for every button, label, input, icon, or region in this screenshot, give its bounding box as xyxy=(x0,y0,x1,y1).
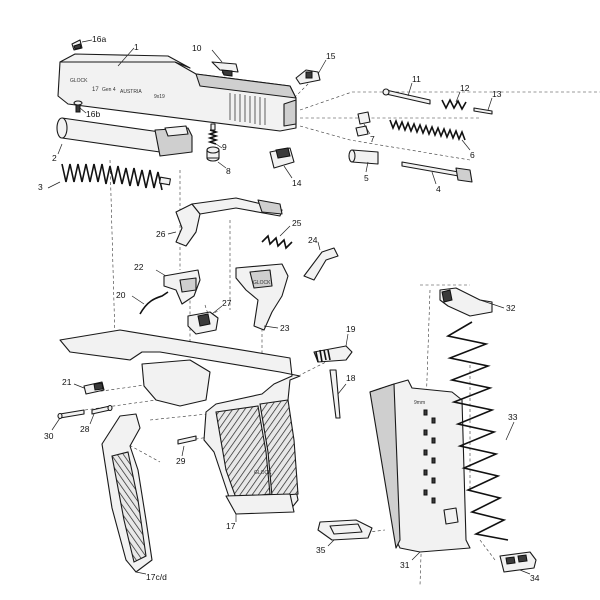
slide-gen-stamp: Gen 4 xyxy=(102,87,116,93)
part-35-floorplate xyxy=(317,519,373,541)
label-13: 13 xyxy=(492,89,502,99)
part-25-spring xyxy=(261,234,293,250)
magazine-witness-holes xyxy=(423,409,436,504)
label-4: 4 xyxy=(436,184,441,194)
part-24-slide-lock xyxy=(303,247,339,281)
part-9-spring xyxy=(207,123,219,145)
frame-logo: GLOCK xyxy=(254,470,272,476)
slide-model-stamp: 17 xyxy=(92,87,99,93)
part-30-pin xyxy=(57,409,85,420)
label-17: 17 xyxy=(226,521,236,531)
label-12: 12 xyxy=(460,83,470,93)
part-8-firing-pin xyxy=(206,146,220,162)
part-27-locking-block xyxy=(187,311,219,335)
leader-lines xyxy=(47,39,531,575)
part-16a-front-sight xyxy=(71,39,83,51)
part-3-recoil-spring xyxy=(61,163,171,191)
label-21: 21 xyxy=(62,377,72,387)
label-2: 2 xyxy=(52,153,57,163)
label-16a: 16a xyxy=(92,34,106,44)
label-29: 29 xyxy=(176,456,186,466)
part-18-pin xyxy=(329,369,341,419)
part-17-frame: GLOCK xyxy=(59,329,301,515)
label-30: 30 xyxy=(44,431,54,441)
part-29-pin xyxy=(177,435,197,445)
label-11: 11 xyxy=(412,74,421,84)
part-labels: 16a 1 10 15 16b 11 12 13 2 9 7 6 8 3 14 … xyxy=(38,34,540,583)
part-2-barrel xyxy=(56,117,193,157)
part-4-firing-pin xyxy=(401,161,473,183)
label-33: 33 xyxy=(508,412,518,422)
label-20: 20 xyxy=(116,290,126,300)
label-7: 7 xyxy=(370,134,375,144)
slide-caliber-stamp: 9x19 xyxy=(154,94,165,100)
label-32: 32 xyxy=(506,303,516,313)
part-31-magazine: 9mm xyxy=(369,379,471,553)
part-15-rear-sight xyxy=(295,69,321,85)
housing-stamp: GLOCK xyxy=(253,280,271,286)
label-23: 23 xyxy=(280,323,290,333)
part-26-trigger-bar xyxy=(175,197,283,247)
part-12-spring xyxy=(441,98,467,111)
label-10: 10 xyxy=(192,43,202,53)
label-6: 6 xyxy=(470,150,475,160)
part-28-pin xyxy=(91,404,113,415)
part-32-follower xyxy=(439,287,493,317)
slide-brand-stamp: GLOCK xyxy=(70,78,88,84)
label-26: 26 xyxy=(156,229,166,239)
label-5: 5 xyxy=(364,173,369,183)
label-8: 8 xyxy=(226,166,231,176)
label-22: 22 xyxy=(134,262,144,272)
part-7-spacer xyxy=(355,111,371,137)
label-15: 15 xyxy=(326,51,336,61)
part-5-spring-cups xyxy=(348,149,379,165)
label-3: 3 xyxy=(38,182,43,192)
part-17cd-backstrap xyxy=(101,413,153,573)
magazine-caliber: 9mm xyxy=(414,400,425,406)
label-28: 28 xyxy=(80,424,90,434)
label-35: 35 xyxy=(316,545,326,555)
part-11-rod xyxy=(382,88,431,105)
label-18: 18 xyxy=(346,373,356,383)
label-16b: 16b xyxy=(86,109,100,119)
part-10-extractor xyxy=(211,61,239,77)
part-14-cover-plate xyxy=(269,147,295,169)
label-34: 34 xyxy=(530,573,540,583)
label-1: 1 xyxy=(134,42,139,52)
part-1-slide: GLOCK 17 Gen 4 AUSTRIA 9x19 xyxy=(57,53,297,132)
label-25: 25 xyxy=(292,218,302,228)
label-17cd: 17c/d xyxy=(146,572,167,582)
label-24: 24 xyxy=(308,235,318,245)
part-22-slide-lock xyxy=(163,269,201,305)
label-9: 9 xyxy=(222,142,227,152)
label-27: 27 xyxy=(222,298,232,308)
part-16b-sight-screw xyxy=(73,100,83,113)
part-34-insert xyxy=(499,551,537,573)
part-33-mag-spring xyxy=(445,321,509,541)
part-13-pin xyxy=(473,107,493,115)
part-19-spring xyxy=(313,345,353,363)
part-23-trigger-housing: GLOCK xyxy=(235,263,289,331)
slide-origin-stamp: AUSTRIA xyxy=(120,89,142,95)
label-14: 14 xyxy=(292,178,302,188)
part-21-mag-catch xyxy=(83,381,105,395)
part-6-spring xyxy=(389,118,466,142)
part-20-wire-spring xyxy=(139,291,169,315)
label-19: 19 xyxy=(346,324,356,334)
label-31: 31 xyxy=(400,560,410,570)
slide-serrations xyxy=(229,93,266,125)
